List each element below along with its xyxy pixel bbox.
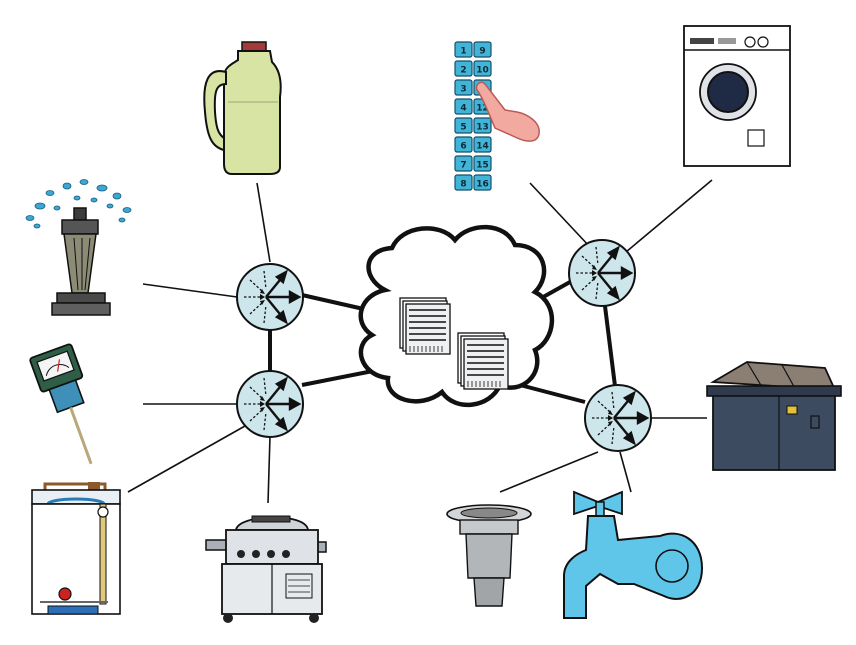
keypad-key-label: 1	[460, 47, 466, 57]
link-drain	[499, 451, 599, 493]
keypad-key: 10	[473, 60, 492, 77]
keypad-key-label: 14	[476, 142, 489, 152]
backbone-router-bl-cloud	[301, 368, 379, 387]
keypad-key: 15	[473, 155, 492, 172]
keypad-key-label: 16	[476, 180, 489, 190]
elevator-keypad-icon: 12345678910111213141516	[454, 41, 540, 191]
soil-moisture-meter-icon	[29, 343, 93, 465]
keypad-key: 9	[473, 41, 492, 58]
device-links	[127, 179, 713, 504]
router-bottom-right	[583, 383, 653, 453]
keypad-key-label: 9	[479, 47, 485, 57]
water-tap-icon	[563, 490, 704, 619]
keypad-key-label: 13	[476, 123, 489, 133]
link-sprinkler	[142, 283, 238, 298]
keypad-key: 5	[454, 117, 473, 134]
milk-jug-icon	[203, 41, 282, 175]
keypad-key: 8	[454, 174, 473, 191]
keypad-key-label: 6	[460, 142, 466, 152]
keypad-keys: 12345678910111213141516	[454, 41, 492, 191]
keypad-key: 14	[473, 136, 492, 153]
keypad-key-label: 7	[460, 161, 466, 171]
water-heater-icon	[31, 482, 121, 615]
router-top-left	[235, 262, 305, 332]
keypad-key: 2	[454, 60, 473, 77]
keypad-key-label: 5	[460, 123, 466, 133]
server-rack-icon	[457, 332, 509, 390]
backbone-router-tl-cloud	[301, 293, 369, 312]
keypad-key-label: 2	[460, 66, 466, 76]
keypad-key: 6	[454, 136, 473, 153]
link-keypad	[529, 182, 591, 248]
cloud-servers	[358, 224, 555, 408]
keypad-key: 1	[454, 41, 473, 58]
keypad-key: 16	[473, 174, 492, 191]
washing-machine-icon	[683, 25, 791, 167]
floor-drain-icon	[446, 504, 532, 607]
backbone-router-tr-br	[603, 305, 617, 387]
keypad-key: 3	[454, 79, 473, 96]
sprinkler-icon	[25, 179, 132, 316]
server-rack-icon	[399, 297, 451, 355]
keypad-key-label: 4	[460, 104, 466, 114]
backbone-router-br-cloud	[519, 383, 586, 404]
router-top-right	[567, 238, 637, 308]
barbecue-grill-icon	[205, 515, 327, 623]
router-bottom-left	[235, 369, 305, 439]
link-washer	[625, 179, 713, 253]
link-tap	[619, 451, 632, 493]
keypad-key: 4	[454, 98, 473, 115]
keypad-key-label: 12	[476, 104, 489, 114]
dumpster-icon	[706, 361, 842, 471]
link-water-heater	[127, 425, 246, 493]
keypad-key-label: 8	[460, 180, 466, 190]
keypad-key-label: 10	[476, 66, 489, 76]
keypad-key-label: 15	[476, 161, 489, 171]
cloud-outline	[358, 224, 555, 408]
keypad-key: 7	[454, 155, 473, 172]
link-grill	[267, 435, 271, 504]
keypad-key: 13	[473, 117, 492, 134]
keypad-key-label: 3	[460, 85, 466, 95]
link-milk-jug	[256, 182, 271, 263]
